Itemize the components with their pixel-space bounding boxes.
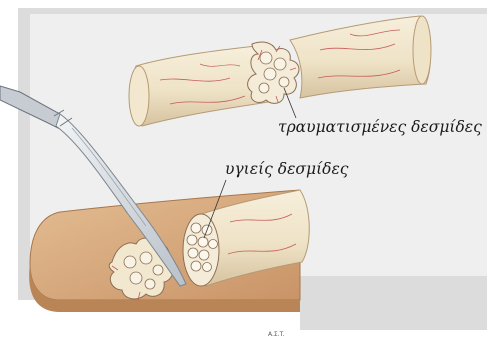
illustrator-credit: A.Σ.T. — [268, 331, 284, 338]
label-healthy-fascicles: υγιείς δεσμίδες — [225, 162, 348, 178]
cut-face — [183, 214, 219, 286]
label-damaged-fascicles: τραυματισμένες δεσμίδες — [278, 120, 482, 136]
